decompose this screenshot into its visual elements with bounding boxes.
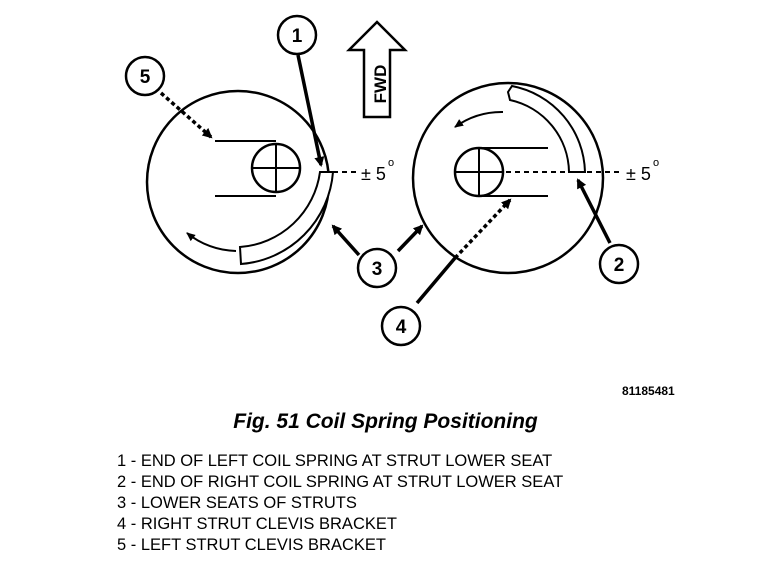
svg-text:± 5: ± 5	[626, 164, 651, 184]
callout-5: 5	[124, 55, 166, 97]
callout-4: 4	[380, 305, 422, 347]
fwd-label: FWD	[371, 65, 390, 104]
left-angle-label: ± 5 o	[361, 157, 394, 184]
svg-text:o: o	[653, 157, 659, 169]
callout-1: 1	[276, 14, 318, 56]
right-coil-spring-end	[506, 84, 587, 173]
image-id: 81185481	[622, 384, 675, 398]
callout-2: 2	[598, 243, 640, 285]
right-angle-label: ± 5 o	[626, 157, 659, 184]
left-coil-spring-end	[238, 171, 335, 266]
svg-text:1: 1	[292, 26, 303, 47]
callout-3: 3	[356, 247, 398, 289]
callout-leaders	[159, 54, 612, 305]
svg-text:4: 4	[396, 317, 407, 338]
svg-text:± 5: ± 5	[361, 164, 386, 184]
figure-caption: Fig. 51 Coil Spring Positioning	[233, 410, 538, 433]
legend-item: 5 - LEFT STRUT CLEVIS BRACKET	[117, 536, 386, 554]
right-strut-seat	[411, 81, 622, 275]
legend-item: 3 - LOWER SEATS OF STRUTS	[117, 494, 357, 512]
svg-text:3: 3	[372, 259, 383, 280]
legend-item: 4 - RIGHT STRUT CLEVIS BRACKET	[117, 515, 397, 533]
legend-item: 2 - END OF RIGHT COIL SPRING AT STRUT LO…	[117, 473, 564, 491]
svg-text:2: 2	[614, 255, 625, 276]
svg-text:5: 5	[140, 67, 151, 88]
svg-text:o: o	[388, 157, 394, 169]
left-strut-seat	[145, 89, 357, 275]
legend: 1 - END OF LEFT COIL SPRING AT STRUT LOW…	[117, 451, 563, 556]
legend-item: 1 - END OF LEFT COIL SPRING AT STRUT LOW…	[117, 452, 553, 470]
fwd-arrow: FWD	[345, 20, 409, 119]
